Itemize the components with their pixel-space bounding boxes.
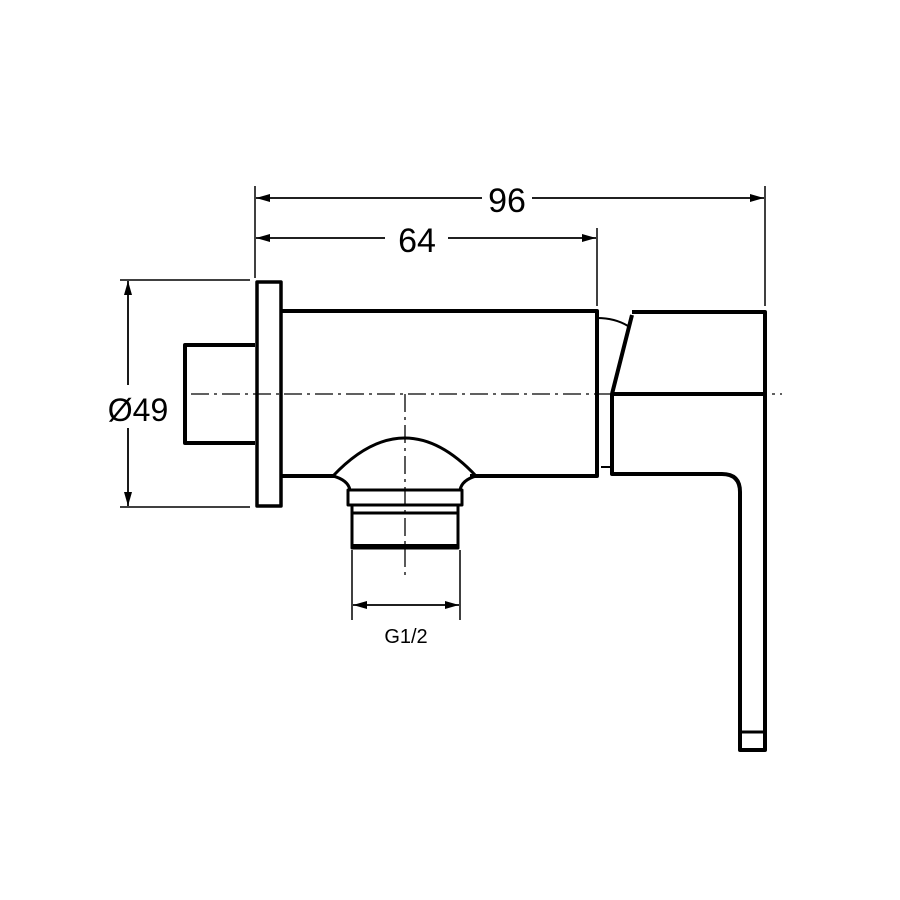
coupling xyxy=(596,317,629,327)
valve-body xyxy=(282,309,599,478)
center-lines xyxy=(160,393,782,578)
inlet-stub xyxy=(183,343,255,445)
label-thread: G1/2 xyxy=(384,626,427,648)
extension-lines xyxy=(120,186,766,620)
outlet-nut xyxy=(346,488,464,507)
label-diameter: Ø49 xyxy=(108,392,168,428)
faucet-outline xyxy=(183,280,767,752)
label-96: 96 xyxy=(488,182,526,220)
outlet-dome xyxy=(331,436,478,478)
lever-handle xyxy=(610,310,767,752)
wall-flange xyxy=(255,280,283,508)
label-64: 64 xyxy=(398,222,436,260)
